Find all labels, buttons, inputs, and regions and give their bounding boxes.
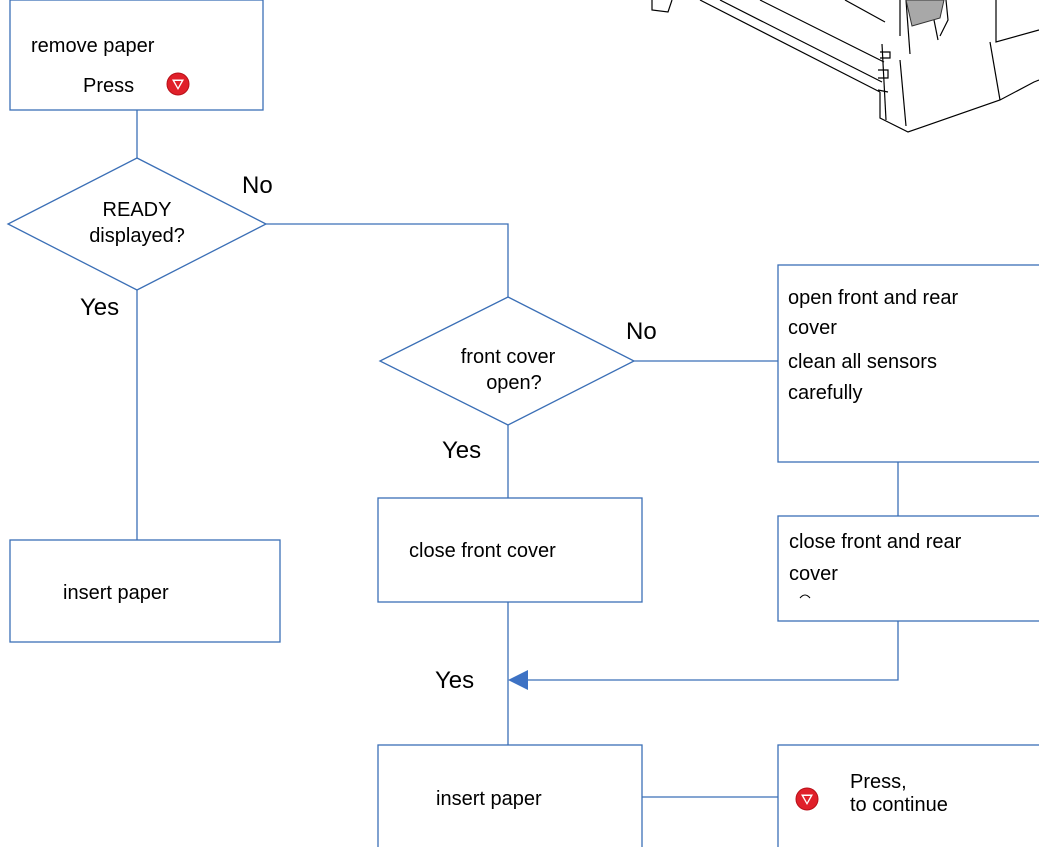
merge-arrowhead bbox=[508, 670, 528, 690]
open-front-rear-line-4: carefully bbox=[788, 382, 863, 404]
press-continue-line-1: Press, bbox=[850, 771, 907, 793]
ready-line-2: displayed? bbox=[89, 225, 185, 247]
yes-label-merge: Yes bbox=[435, 667, 475, 694]
insert-paper-left-box bbox=[9, 539, 281, 643]
ready-line-1: READY bbox=[102, 199, 172, 221]
remove-paper-label: remove paper bbox=[31, 35, 155, 57]
press-label: Press bbox=[83, 75, 135, 97]
close-front-cover-label: close front cover bbox=[409, 540, 556, 562]
insert-paper-bottom-label: insert paper bbox=[436, 788, 542, 810]
open-front-rear-box bbox=[777, 264, 1039, 463]
printer-illustration bbox=[651, 0, 1039, 133]
close-front-rear-line-1: close front and rear bbox=[789, 531, 962, 553]
open-front-rear-line-1: open front and rear bbox=[788, 287, 959, 309]
press-continue-box bbox=[777, 744, 1039, 847]
press-continue-line-2: to continue bbox=[850, 794, 948, 816]
front-cover-line-1: front cover bbox=[460, 346, 556, 368]
press-down-button-icon bbox=[166, 72, 190, 96]
insert-paper-bottom-box bbox=[377, 744, 643, 847]
press-down-button-icon bbox=[795, 787, 819, 811]
close-front-cover-box bbox=[377, 497, 643, 603]
yes-label-front: Yes bbox=[442, 437, 482, 464]
no-label-ready: No bbox=[242, 172, 273, 199]
front-cover-line-2: open? bbox=[486, 372, 542, 394]
insert-paper-left-label: insert paper bbox=[63, 582, 169, 604]
open-front-rear-line-3: clean all sensors bbox=[788, 351, 937, 373]
close-front-rear-line-2: cover bbox=[789, 563, 838, 585]
open-front-rear-line-2: cover bbox=[788, 317, 837, 339]
no-label-front: No bbox=[626, 318, 657, 345]
close-front-rear-box bbox=[777, 515, 1039, 622]
yes-label-ready: Yes bbox=[80, 294, 120, 321]
